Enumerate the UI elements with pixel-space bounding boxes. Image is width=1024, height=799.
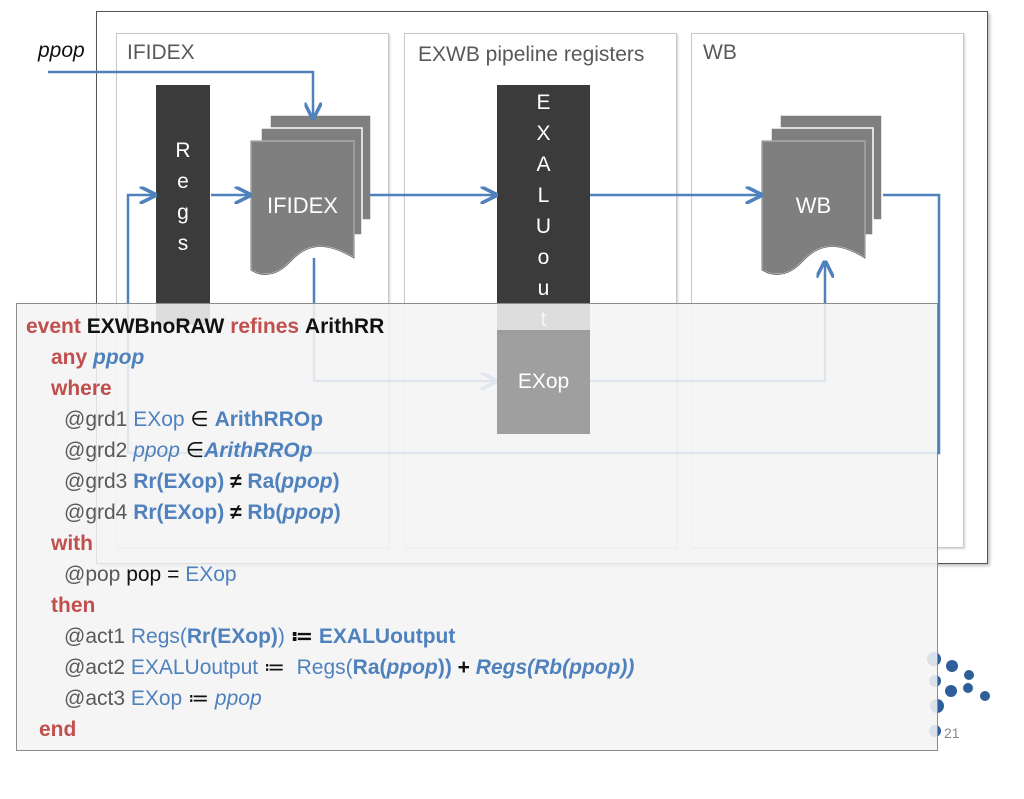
- code-line-act1: @act1 Regs(Rr(EXop)) ≔ EXALUoutput: [64, 625, 456, 648]
- exop-box: EXop: [497, 330, 590, 434]
- event-code: event EXWBnoRAW refines ArithRR any ppop…: [16, 303, 936, 749]
- regs-letter: g: [177, 201, 189, 224]
- exaluout-letter: o: [537, 246, 550, 269]
- regs-letter: s: [177, 232, 189, 255]
- exaluout-letter: A: [536, 153, 551, 176]
- stage-wb-title: WB: [703, 41, 737, 64]
- code-line-grd4: @grd4 Rr(EXop) ≠ Rb(ppop): [64, 501, 341, 524]
- code-line-grd2: @grd2 ppop ∈ArithRROp: [64, 439, 313, 462]
- code-line-grd3: @grd3 Rr(EXop) ≠ Ra(ppop): [64, 470, 340, 493]
- ifidex-box-label: IFIDEX: [267, 193, 338, 218]
- wb-document-stack: [761, 114, 883, 276]
- stage-ifidex-title: IFIDEX: [127, 41, 195, 64]
- ppop-input-arrow: [48, 70, 313, 118]
- regs-letter: R: [175, 139, 191, 162]
- code-line-event: event EXWBnoRAW refines ArithRR: [26, 315, 385, 338]
- page-number: 21: [944, 725, 960, 741]
- ifidex-document-stack: [250, 114, 372, 276]
- regs-bar: R e g s: [156, 85, 210, 325]
- code-line-act2: @act2 EXALUoutput ≔ Regs(Ra(ppop)) + Reg…: [64, 656, 635, 679]
- exaluout-letter: u: [537, 277, 550, 300]
- exaluout-bar: E X A L U o u t: [497, 85, 590, 335]
- code-line-pop: @pop pop = EXop: [64, 563, 237, 586]
- code-line-grd1: @grd1 EXop ∈ ArithRROp: [64, 408, 324, 431]
- exaluout-letter: L: [537, 184, 550, 207]
- code-line-any: any ppop: [51, 346, 145, 369]
- ppop-input-label: ppop: [38, 39, 85, 62]
- exaluout-letter: U: [535, 215, 552, 238]
- pipeline-diagram: [48, 70, 990, 737]
- code-line-where: where: [51, 377, 112, 400]
- event-code-panel: [16, 303, 938, 751]
- code-line-then: then: [51, 594, 96, 617]
- code-line-with: with: [51, 532, 93, 555]
- code-line-act3: @act3 EXop ≔ ppop: [64, 687, 262, 710]
- exaluout-letter: X: [536, 122, 551, 145]
- stage-exwb-title: EXWB pipeline registers: [418, 43, 645, 66]
- exaluout-letter: E: [536, 91, 551, 114]
- wb-box-label: WB: [795, 193, 832, 218]
- regs-letter: e: [177, 170, 189, 193]
- code-line-end: end: [39, 718, 77, 741]
